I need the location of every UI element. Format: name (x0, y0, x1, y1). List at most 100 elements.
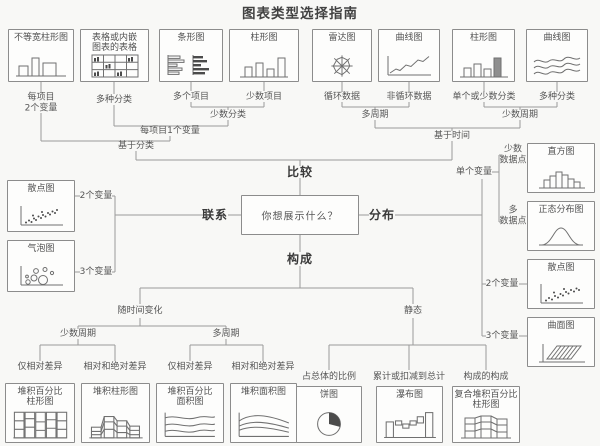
table-icon (91, 54, 138, 78)
label-many-data-points: 多 数据点 (499, 205, 527, 227)
box-title: 堆积面积图 (240, 387, 286, 397)
box-surface-chart: 曲面图 (527, 317, 595, 367)
box-scatter-chart: 散点图 (7, 180, 75, 232)
box-title: 曲面图 (547, 321, 575, 331)
box-title: 雷达图 (328, 33, 356, 43)
bubble-chart-icon (20, 266, 63, 286)
box-table-embedded-charts: 表格或内嵌 图表的表格 (80, 29, 149, 82)
label-many-periods-comp: 多周期 (212, 328, 240, 339)
label-many-periods: 多周期 (361, 109, 389, 120)
box-normal-distribution-chart: 正态分布图 (527, 201, 595, 251)
label-time-based: 基于时间 (433, 130, 471, 141)
box-waterfall-chart: 瀑布图 (376, 386, 443, 443)
variable-width-column-icon (16, 57, 66, 77)
label-only-relative-difference: 仅相对差异 (17, 361, 63, 372)
box-column-chart-2: 柱形图 (452, 29, 515, 82)
label-3-variables-dist: 3个变量 (485, 330, 519, 341)
label-only-relative-difference-2: 仅相对差异 (167, 361, 213, 372)
box-title: 正态分布图 (538, 205, 584, 215)
surface-chart-icon (539, 344, 585, 363)
box-title: 柱形图 (469, 33, 497, 43)
line-chart-icon (387, 56, 431, 76)
label-relative-and-absolute-difference: 相对和绝对差异 (83, 361, 147, 372)
compound-stacked-column-icon (461, 415, 511, 439)
box-title: 散点图 (27, 184, 55, 194)
scatter-chart-icon (20, 206, 63, 226)
branch-comparison: 比较 (286, 164, 314, 179)
stacked-area-icon (238, 412, 289, 437)
label-accumulation-to-total: 累计或扣减到总计 (372, 371, 446, 382)
stacked-column-icon (88, 416, 143, 439)
branch-distribution: 分布 (368, 207, 396, 222)
box-stacked-area-chart: 堆积面积图 (230, 383, 297, 443)
label-2-variables: 2个变量 (79, 190, 113, 201)
box-line-chart-2: 曲线图 (526, 29, 588, 82)
box-title: 堆积柱形图 (92, 387, 138, 397)
column-chart-icon (459, 57, 508, 78)
box-stacked-percent-column-chart: 堆积百分比 柱形图 (5, 383, 75, 443)
center-question: 你想展示什么？ (261, 211, 339, 223)
box-scatter-chart-2: 散点图 (527, 259, 595, 309)
radar-chart-icon (331, 55, 353, 77)
box-compound-stacked-percent-column-chart: 复合堆积百分比 柱形图 (452, 386, 520, 443)
box-stacked-percent-area-chart: 堆积百分比 面积图 (156, 383, 224, 443)
label-single-variable: 单个变量 (455, 166, 493, 177)
stacked-percent-area-icon (164, 412, 216, 437)
label-static: 静态 (403, 305, 423, 316)
label-cyclical-data: 循环数据 (323, 91, 361, 102)
label-non-cyclical-data: 非循环数据 (386, 91, 432, 102)
box-title: 散点图 (547, 263, 575, 273)
box-title: 直方图 (547, 147, 575, 157)
bar-chart-icon (167, 55, 209, 75)
bell-curve-icon (539, 227, 583, 246)
column-chart-icon (240, 57, 288, 78)
box-title: 条形图 (177, 33, 205, 43)
label-3-variables: 3个变量 (79, 266, 113, 277)
histogram-icon (539, 171, 585, 189)
box-title: 复合堆积百分比 柱形图 (454, 390, 518, 410)
box-column-chart: 柱形图 (229, 29, 299, 82)
center-question-box: 你想展示什么？ (241, 195, 359, 235)
branch-relationship: 联系 (201, 207, 229, 222)
label-composition-of-composition: 构成的构成 (463, 371, 509, 382)
box-variable-width-column-chart: 不等宽柱形图 (8, 29, 74, 82)
branch-composition: 构成 (286, 251, 314, 266)
page-title: 图表类型选择指南 (242, 6, 358, 22)
box-title: 气泡图 (27, 244, 55, 254)
box-title: 不等宽柱形图 (13, 33, 68, 43)
label-category-based: 基于分类 (117, 140, 155, 151)
label-few-items: 少数项目 (245, 91, 283, 102)
box-title: 堆积百分比 面积图 (167, 387, 213, 407)
box-bubble-chart: 气泡图 (7, 240, 75, 292)
multi-line-chart-icon (533, 56, 581, 75)
box-title: 堆积百分比 柱形图 (17, 387, 63, 407)
box-title: 柱形图 (250, 33, 278, 43)
box-title: 饼图 (319, 390, 338, 400)
label-few-data-points: 少数 数据点 (499, 144, 527, 166)
box-title: 表格或内嵌 图表的表格 (91, 33, 137, 53)
label-one-variable-per-item: 每项目1个变量 (140, 125, 200, 136)
label-many-items: 多个项目 (172, 91, 210, 102)
box-title: 曲线图 (395, 33, 423, 43)
scatter-chart-icon (540, 284, 583, 304)
box-title: 瀑布图 (395, 390, 423, 400)
pie-chart-icon (317, 412, 341, 436)
box-radar-chart: 雷达图 (312, 29, 372, 82)
label-few-periods-comp: 少数周期 (59, 328, 97, 339)
label-changing-over-time: 随时间变化 (117, 305, 163, 316)
label-relative-and-absolute-difference-2: 相对和绝对差异 (231, 361, 295, 372)
label-single-or-few-categories: 单个或少数分类 (452, 91, 516, 102)
box-stacked-column-chart: 堆积柱形图 (81, 383, 150, 443)
label-few-periods: 少数周期 (501, 109, 539, 120)
box-pie-chart: 饼图 (296, 386, 362, 443)
label-per-item-2-variables: 每项目 2个变量 (24, 92, 58, 114)
stacked-percent-column-icon (13, 411, 68, 439)
label-many-category-types: 多种分类 (95, 94, 133, 105)
box-histogram: 直方图 (527, 143, 595, 193)
label-2-variables-dist: 2个变量 (485, 278, 519, 289)
label-many-category-types-2: 多种分类 (538, 91, 576, 102)
label-share-of-total: 占总体的比例 (301, 371, 357, 382)
box-line-chart: 曲线图 (378, 29, 440, 82)
